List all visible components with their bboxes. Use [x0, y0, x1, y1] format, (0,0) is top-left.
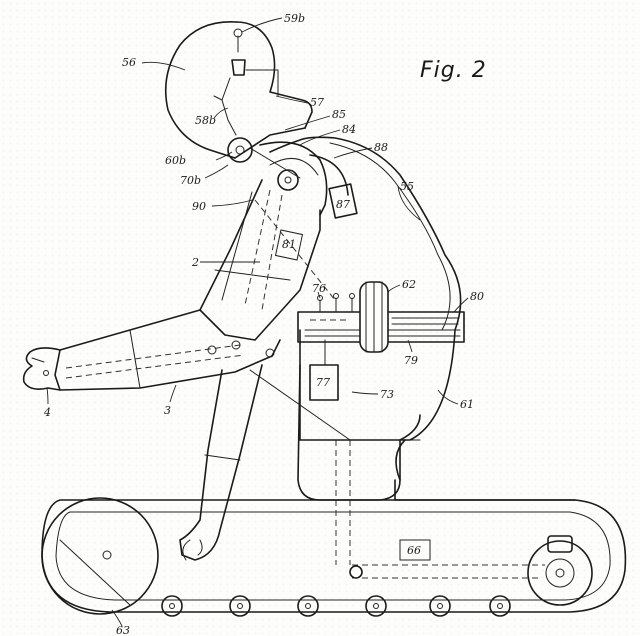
lower-arm: [179, 364, 263, 561]
ref-58b: 58b: [195, 114, 216, 127]
ref-77: 77: [316, 376, 330, 389]
hand-claw: [22, 347, 61, 391]
ref-70b: 70b: [180, 174, 201, 187]
shoulder-joint: [259, 141, 358, 219]
ref-63: 63: [116, 624, 130, 636]
ref-80: 80: [470, 290, 484, 303]
ref-90: 90: [192, 200, 206, 213]
neck-linkage: [227, 127, 306, 179]
ref-79: 79: [404, 354, 418, 367]
ref-56: 56: [122, 56, 136, 69]
ref-4: 4: [43, 406, 51, 419]
ref-60b: 60b: [165, 154, 186, 167]
head: [164, 21, 313, 159]
ref-62: 62: [402, 278, 416, 291]
ref-73: 73: [380, 388, 394, 401]
ref-84: 84: [342, 123, 356, 136]
road-wheels: [161, 595, 511, 617]
rear-drive-wheel: [527, 535, 593, 606]
internal-link-rod: [249, 369, 351, 441]
control-box-77: [309, 339, 339, 401]
ref-2: 2: [191, 256, 199, 269]
ref-59b: 59b: [284, 12, 305, 25]
ref-76: 76: [312, 282, 326, 295]
crawler-track: [41, 499, 627, 613]
dashed-cable: [254, 199, 336, 301]
figure-title: Fig. 2: [420, 58, 487, 83]
gear-box: [297, 281, 465, 353]
ref-85: 85: [332, 108, 346, 121]
ref-66: 66: [407, 544, 421, 557]
ref-61: 61: [460, 398, 474, 411]
ref-81: 81: [282, 238, 296, 251]
upper-arm: [199, 179, 321, 341]
leader-lines: [46, 17, 469, 627]
ref-88: 88: [374, 141, 388, 154]
track-internal-drive: [335, 440, 545, 579]
front-drive-wheel: [41, 497, 159, 615]
torso-housing: [269, 136, 462, 441]
ref-57: 57: [310, 96, 324, 109]
forearm: [54, 309, 281, 391]
ref-3: 3: [164, 404, 171, 417]
ref-87: 87: [336, 198, 350, 211]
ref-55: 55: [400, 180, 414, 193]
